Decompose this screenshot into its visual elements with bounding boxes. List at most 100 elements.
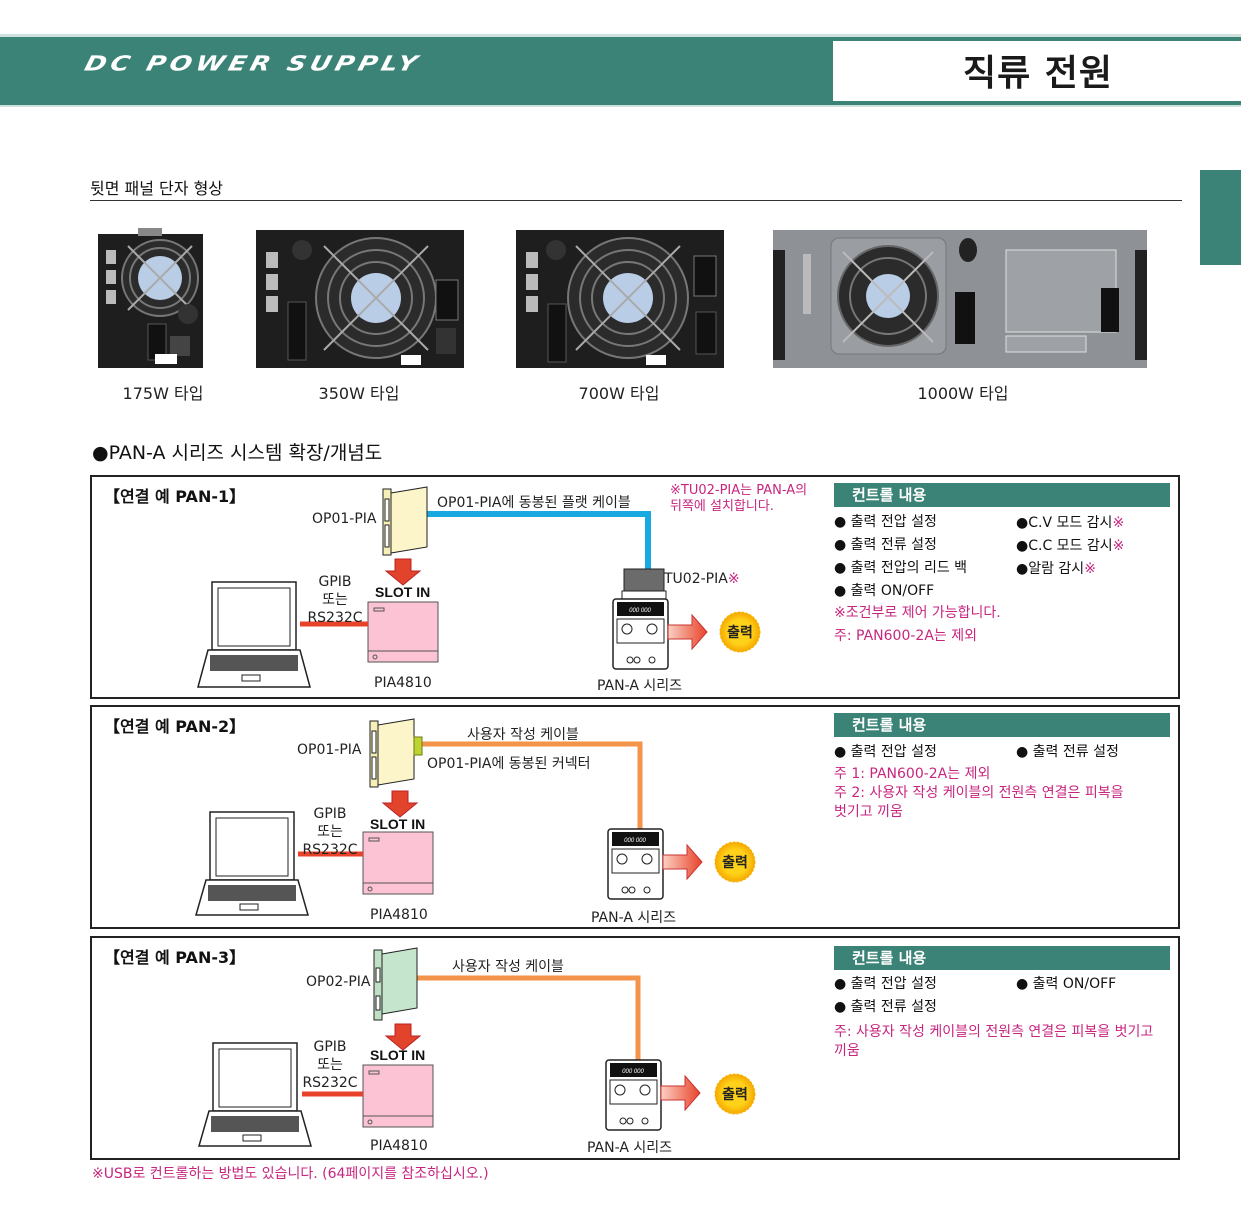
pan-a-label: PAN-A 시리즈 [597, 678, 683, 694]
pan-a-label: PAN-A 시리즈 [587, 1140, 673, 1156]
or-label: 또는 [317, 824, 343, 840]
slot-in-label: SLOT IN [375, 584, 431, 600]
interface-label: GPIB 또는 RS232C [295, 805, 365, 859]
rs232c-label: RS232C [302, 842, 358, 858]
gpib-label: GPIB [318, 574, 352, 590]
control-mark: ※ [1112, 538, 1125, 554]
control-note: 벗기고 끼움 [834, 804, 903, 820]
user-cable [417, 975, 641, 1060]
system-diagram-title: ●PAN-A 시리즈 시스템 확장/개념도 [92, 442, 383, 464]
control-header: 컨트롤 내용 [834, 946, 1170, 970]
gpib-label: GPIB [313, 1039, 347, 1055]
flat-cable [427, 511, 651, 569]
gpib-label: GPIB [313, 806, 347, 822]
output-badge [714, 1073, 756, 1115]
control-item: ● 출력 전류 설정 [834, 999, 937, 1015]
pan-1-diagram: 000 000 출력 [197, 486, 761, 688]
pia4810-unit [362, 1064, 434, 1128]
control-note: 끼움 [834, 1043, 860, 1059]
rs232c-label: RS232C [302, 1075, 358, 1091]
board-label: OP01-PIA [297, 742, 362, 758]
slot-in-arrow [384, 558, 422, 586]
control-note: 주: 사용자 작성 케이블의 전원측 연결은 피복을 벗기고 [834, 1024, 1154, 1040]
laptop-icon [195, 811, 309, 916]
control-item: ● 출력 ON/OFF [834, 583, 935, 599]
pan-a-unit: 000 000 [605, 1059, 662, 1131]
pan-a-display: 000 000 [629, 608, 651, 614]
cable-label: 사용자 작성 케이블 [467, 727, 579, 743]
rear-panel-caption: 1000W 타입 [917, 384, 1009, 403]
control-note: ※조건부로 제어 가능합니다. [834, 605, 1001, 621]
rs232c-label: RS232C [307, 610, 363, 626]
adapter-note: ※TU02-PIA는 PAN-A의 뒤쪽에 설치합니다. [670, 483, 807, 515]
control-list: 컨트롤 내용 [834, 713, 1170, 737]
side-index-tab[interactable] [1200, 170, 1241, 265]
user-cable [422, 741, 643, 829]
slot-in-arrow [381, 790, 419, 818]
control-item: ●알람 감시※ [1016, 558, 1096, 578]
output-label: 출력 [727, 624, 753, 640]
rear-panel-700w-image [516, 230, 724, 368]
or-label: 또는 [322, 592, 348, 608]
control-mark: ※ [1084, 561, 1096, 577]
header-bottom-line [0, 105, 1241, 107]
cable-label: 사용자 작성 케이블 [452, 959, 564, 975]
output-badge [719, 611, 761, 653]
header-title-kr: 직류 전원 [962, 53, 1113, 94]
slot-in-label: SLOT IN [370, 816, 426, 832]
rear-panel-caption: 350W 타입 [318, 384, 400, 403]
output-arrow [667, 613, 708, 651]
control-list: 컨트롤 내용 [834, 483, 1170, 507]
adapter-name: TU02-PIA [664, 571, 728, 587]
tu02-pia-adapter [621, 568, 667, 600]
control-note: 주 2: 사용자 작성 케이블의 전원측 연결은 피복을 [834, 785, 1124, 801]
adapter-mark: ※ [727, 571, 740, 587]
pia4810-unit [362, 831, 434, 895]
output-badge [714, 841, 756, 883]
control-list: 컨트롤 내용 [834, 946, 1170, 970]
rear-panel-175w-image [98, 228, 203, 368]
control-item: ● 출력 전압 설정 [834, 976, 937, 992]
control-text: ●알람 감시 [1016, 561, 1085, 577]
example-title: 【연결 예 PAN-2】 [104, 717, 246, 736]
output-label: 출력 [722, 1086, 748, 1102]
rear-panel-1000w-image [773, 230, 1147, 368]
control-item: ● 출력 전압 설정 [834, 744, 937, 760]
op01-pia-board [369, 718, 423, 788]
adapter-note-line: 뒤쪽에 설치합니다. [670, 499, 774, 514]
rear-panel-title: 뒷면 패널 단자 형상 [90, 179, 224, 198]
control-item: ● 출력 전류 설정 [1016, 744, 1119, 760]
control-item: ● 출력 전압의 리드 백 [834, 560, 968, 576]
output-label: 출력 [722, 854, 748, 870]
header-top-line [0, 34, 1241, 37]
control-item: ●C.C 모드 감시※ [1016, 535, 1124, 555]
pia4810-label: PIA4810 [370, 907, 428, 923]
connection-example-pan-2: 【연결 예 PAN-2】 000 000 [90, 705, 1180, 929]
usb-footnote: ※USB로 컨트롤하는 방법도 있습니다. (64페이지를 참조하십시오.) [92, 1166, 489, 1182]
laptop-icon [198, 1042, 312, 1147]
control-header: 컨트롤 내용 [834, 713, 1170, 737]
pan-a-display: 000 000 [622, 1069, 644, 1075]
connection-example-pan-1: 【연결 예 PAN-1】 [90, 475, 1180, 699]
section-divider [90, 200, 1182, 201]
pan-a-unit: 000 000 [612, 598, 669, 670]
pan-a-label: PAN-A 시리즈 [591, 910, 677, 926]
interface-label: GPIB 또는 RS232C [300, 573, 370, 627]
example-title: 【연결 예 PAN-1】 [104, 487, 246, 506]
interface-label: GPIB 또는 RS232C [295, 1038, 365, 1092]
connector-label: OP01-PIA에 동봉된 커넥터 [427, 756, 591, 772]
adapter-note-line: ※TU02-PIA는 PAN-A의 [670, 483, 808, 498]
pia4810-unit [367, 601, 439, 663]
board-label: OP01-PIA [312, 511, 377, 527]
board-label: OP02-PIA [306, 974, 371, 990]
control-item: ●C.V 모드 감시※ [1016, 512, 1124, 532]
output-arrow [662, 843, 703, 881]
rear-panel-350w-image [256, 230, 464, 368]
control-header: 컨트롤 내용 [834, 483, 1170, 507]
or-label: 또는 [317, 1057, 343, 1073]
rear-panel-caption: 700W 타입 [578, 384, 660, 403]
adapter-label: TU02-PIA※ [664, 571, 740, 587]
control-item: ● 출력 전압 설정 [834, 514, 937, 530]
pan-3-diagram: 000 000 출력 [198, 947, 756, 1147]
pan-a-display: 000 000 [624, 838, 646, 844]
